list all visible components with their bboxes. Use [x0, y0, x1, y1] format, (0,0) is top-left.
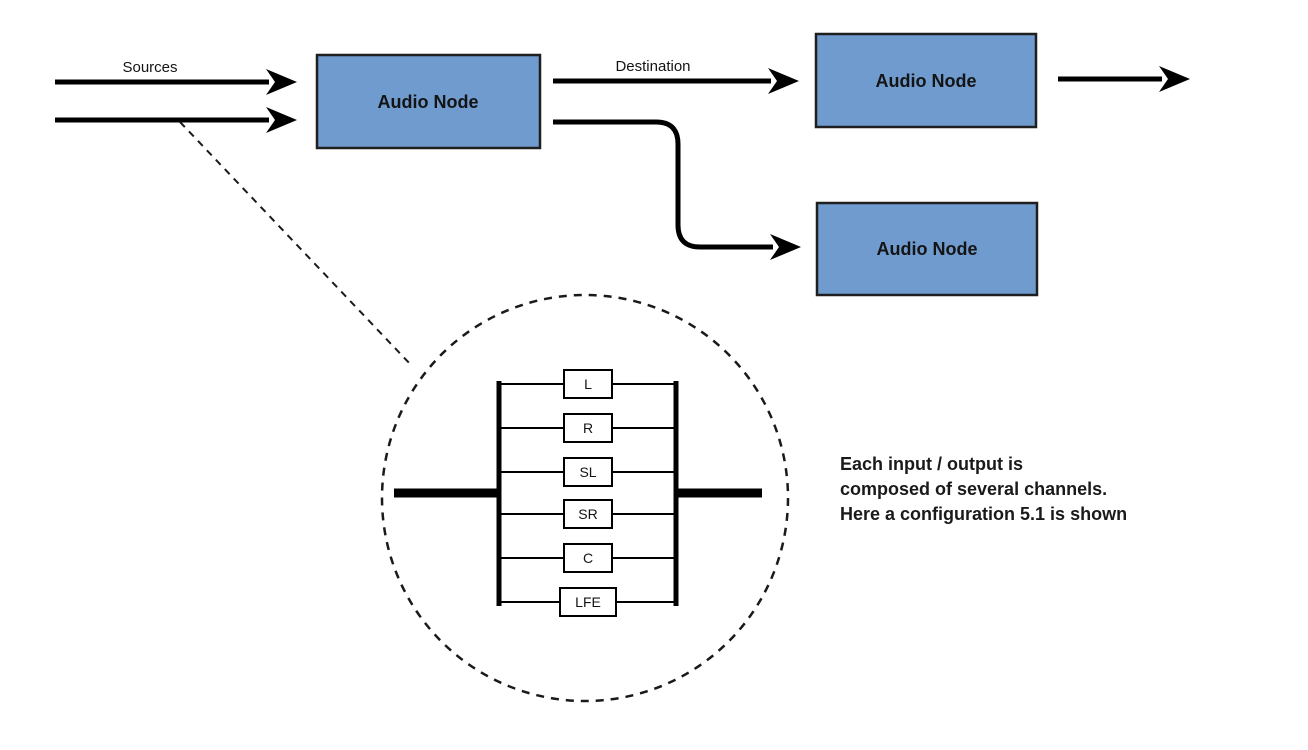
destination-label: Destination: [615, 58, 690, 75]
channel-label: SL: [579, 464, 596, 480]
channel-row-C: C: [499, 543, 676, 573]
channel-box: [563, 413, 613, 443]
arrowhead-icon: [768, 68, 799, 94]
audio-node-box: [315, 53, 542, 150]
channel-label: L: [584, 376, 592, 392]
annotation-line-1: Each input / output is: [840, 454, 1023, 474]
channel-label: R: [583, 420, 593, 436]
curved-connector-line: [553, 119, 773, 250]
channel-row-SR: SR: [499, 499, 676, 529]
channel-box: [563, 543, 613, 573]
channel-row-R: R: [499, 413, 676, 443]
zoom-circle: [380, 293, 790, 703]
audio-node-label: Audio Node: [378, 92, 479, 112]
zoom-leader-dashed-line: [179, 121, 413, 367]
channel-row-LFE: LFE: [499, 587, 676, 617]
channel-box: [563, 457, 613, 487]
annotation-line-2: composed of several channels.: [840, 479, 1107, 499]
arrowhead-icon: [266, 69, 297, 95]
channel-label: LFE: [575, 594, 601, 610]
audio-node-label: Audio Node: [876, 71, 977, 91]
sources-label: Sources: [122, 59, 177, 76]
arrowhead-icon: [1159, 66, 1190, 92]
channel-box: [559, 587, 617, 617]
channel-label: SR: [578, 506, 597, 522]
annotation-line-3: Here a configuration 5.1 is shown: [840, 504, 1127, 524]
curved-connector-arrow: [553, 119, 801, 260]
source-arrows: [55, 69, 297, 133]
channel-box: [563, 369, 613, 399]
audio-node-box: [814, 32, 1038, 129]
output-arrow: [1058, 66, 1190, 92]
arrowhead-icon: [770, 234, 801, 260]
channel-stack: L R SL SR C LFE: [394, 369, 762, 617]
channel-label: C: [583, 550, 593, 566]
audio-node-1: Audio Node: [315, 53, 542, 150]
audio-node-2: Audio Node: [814, 32, 1038, 129]
annotation-text: Each input / output is composed of sever…: [840, 454, 1127, 524]
channel-row-L: L: [499, 369, 676, 399]
arrowhead-icon: [266, 107, 297, 133]
audio-node-label: Audio Node: [877, 239, 978, 259]
destination-arrow: [553, 68, 799, 94]
audio-node-3: Audio Node: [815, 201, 1039, 297]
channel-box: [563, 499, 613, 529]
channel-row-SL: SL: [499, 457, 676, 487]
audio-node-box: [815, 201, 1039, 297]
